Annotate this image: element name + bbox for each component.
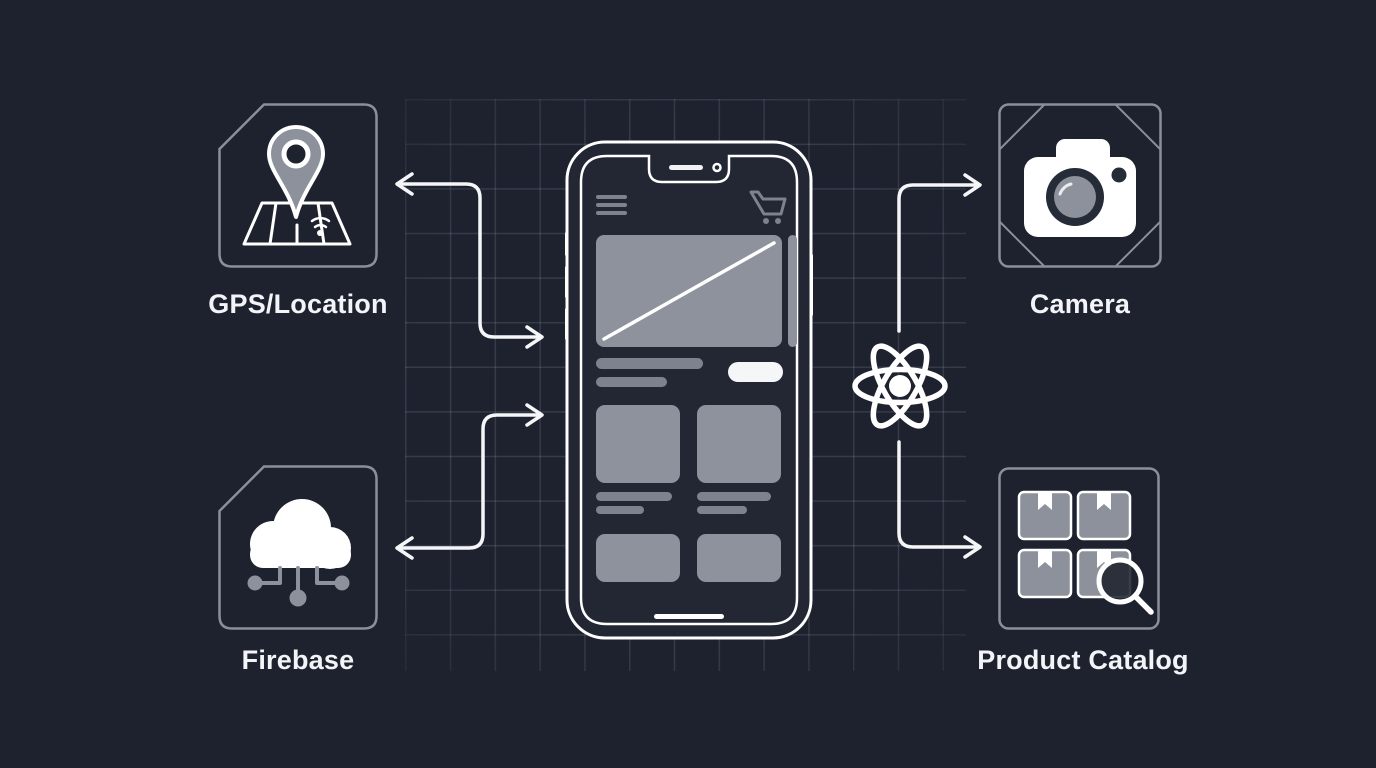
phone-screen-outline <box>579 154 799 626</box>
camera-node-frame <box>998 103 1162 268</box>
gps-node-label: GPS/Location <box>208 289 388 319</box>
gps-node <box>218 103 378 268</box>
text-line-placeholder <box>596 358 703 369</box>
product-node-frame <box>998 467 1160 630</box>
cta-pill-button <box>728 362 783 382</box>
home-indicator <box>654 614 724 619</box>
product-catalog-node-label: Product Catalog <box>977 645 1189 675</box>
react-logo-icon <box>852 343 948 429</box>
map-pin-icon <box>242 125 352 246</box>
phone-front-camera <box>712 162 722 173</box>
card-placeholder <box>697 534 781 582</box>
firebase-node <box>218 465 378 630</box>
gps-node-frame <box>218 103 378 268</box>
firebase-node-label: Firebase <box>241 645 355 675</box>
camera-icon <box>1024 139 1136 237</box>
cloud-network-icon <box>247 499 351 607</box>
connector-phone-gps <box>395 172 544 349</box>
carousel-peek-card <box>788 235 797 347</box>
connector-react-camera <box>897 173 982 333</box>
camera-node <box>998 103 1162 268</box>
camera-node-label: Camera <box>1029 289 1131 319</box>
connector-react-product <box>897 440 982 559</box>
card-placeholder <box>697 405 781 483</box>
card-placeholder <box>596 405 680 483</box>
hero-image-placeholder <box>596 235 797 347</box>
product-catalog-node <box>998 467 1160 630</box>
phone-speaker <box>669 165 703 170</box>
product-card-grid <box>596 405 781 582</box>
card-placeholder <box>596 534 680 582</box>
hamburger-menu-icon <box>596 195 627 215</box>
shopping-cart-icon <box>749 190 787 224</box>
connector-phone-firebase <box>395 403 544 560</box>
smartphone-mockup <box>565 140 813 640</box>
package-boxes-search-icon <box>1017 490 1154 615</box>
firebase-node-frame <box>218 465 378 630</box>
text-line-placeholder <box>596 377 667 387</box>
